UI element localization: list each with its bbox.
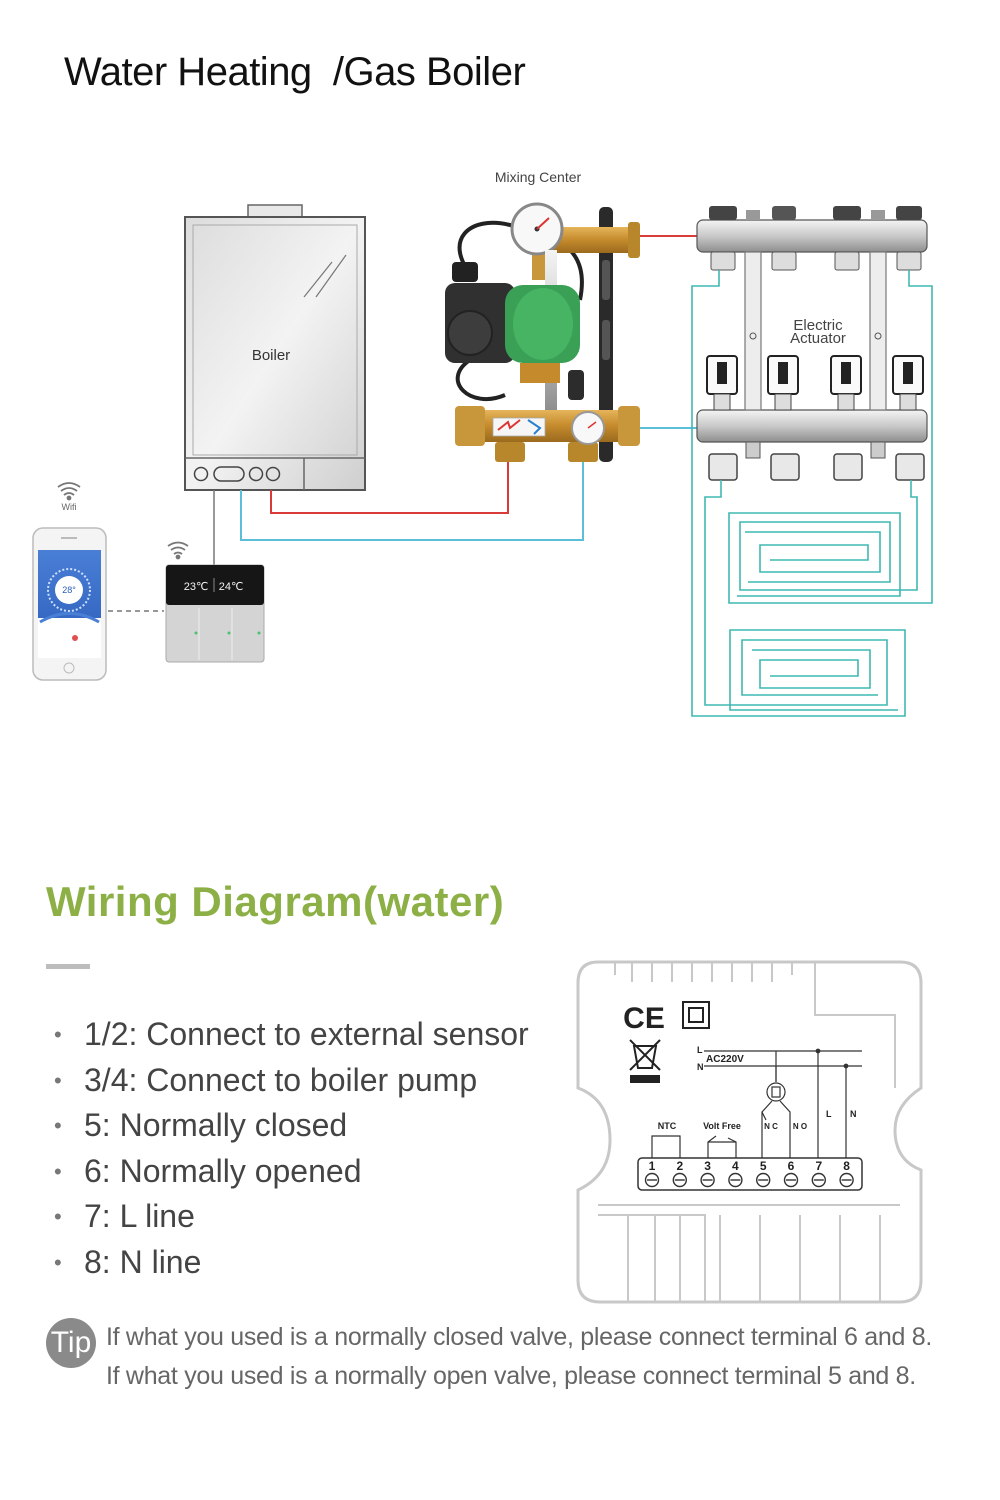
floor-heating-loops (691, 270, 933, 717)
boiler: Boiler (184, 204, 366, 491)
no-label: N O (793, 1122, 807, 1131)
wiring-board-diagram: CE L N AC220V L N NTC Volt Free N C N O (576, 960, 923, 1304)
supply-pipe-red (270, 458, 509, 514)
board-outline (576, 960, 923, 1304)
terminal-number: 5 (760, 1159, 767, 1173)
tip-text-line2: If what you used is a normally open valv… (106, 1362, 916, 1390)
actuator-label-line2: Actuator (790, 330, 846, 347)
bullet-icon: • (54, 1022, 62, 1047)
wiring-title: Wiring Diagram(water) (46, 878, 505, 925)
bullet-icon: • (54, 1249, 62, 1275)
thermostat-temp-left: 23℃ (184, 581, 209, 593)
terminal-description: 1/2: Connect to external sensor (84, 1016, 529, 1052)
ce-mark: CE (623, 1002, 665, 1035)
smartphone: 28° (32, 527, 107, 681)
terminal-wires (651, 1135, 737, 1162)
list-item: • 8: N line (54, 1240, 529, 1286)
bullet-icon: • (54, 1204, 62, 1230)
list-item: • 3/4: Connect to boiler pump (54, 1058, 529, 1104)
weee-bin-icon (629, 1039, 661, 1083)
list-item: • 6: Normally opened (54, 1149, 529, 1195)
line-n-label: N (850, 1109, 857, 1119)
boiler-label: Boiler (252, 347, 290, 364)
l-label: L (697, 1045, 703, 1055)
list-item: • 1/2: Connect to external sensor (54, 1012, 529, 1058)
title-underline (46, 964, 90, 969)
supply-wires (704, 1048, 862, 1162)
terminal-number: 7 (815, 1159, 822, 1173)
terminal-number: 2 (676, 1159, 683, 1173)
terminal-list: • 1/2: Connect to external sensor • 3/4: C… (54, 1012, 529, 1286)
terminal-block (637, 1157, 863, 1191)
heating-system-diagram: Boiler Mixing Center (32, 169, 933, 717)
terminal-number: 1 (649, 1159, 656, 1173)
terminal-number: 3 (704, 1159, 711, 1173)
double-insulation-icon (682, 1001, 710, 1029)
ntc-label: NTC (658, 1121, 677, 1131)
manifold: Electric Actuator (696, 206, 928, 481)
line-l-label: L (826, 1109, 832, 1119)
volt-free-label: Volt Free (703, 1121, 741, 1131)
thermostat-temp-right: 24℃ (219, 581, 244, 593)
list-item: • 7: L line (54, 1194, 529, 1240)
tip-badge: Tip (46, 1318, 96, 1368)
return-pipe-blue (240, 458, 584, 541)
terminal-description: 5: Normally closed (84, 1107, 348, 1144)
supply-label: AC220V (706, 1054, 744, 1065)
bullet-icon: • (54, 1158, 62, 1184)
terminal-number: 4 (732, 1159, 739, 1173)
tip-text-line1: If what you used is a normally closed va… (106, 1323, 932, 1351)
page-title: Water Heating /Gas Boiler (64, 50, 526, 94)
terminal-number: 6 (788, 1159, 795, 1173)
terminal-description: 8: N line (84, 1243, 202, 1280)
terminal-description: 3/4: Connect to boiler pump (84, 1061, 478, 1098)
bullet-icon: • (54, 1067, 62, 1093)
bullet-icon: • (54, 1113, 62, 1139)
mixing-center-label: Mixing Center (495, 169, 582, 185)
wifi-label: Wifi (62, 502, 77, 512)
nc-label: N C (764, 1122, 778, 1131)
terminal-number: 8 (843, 1159, 850, 1173)
terminal-description: 7: L line (84, 1198, 195, 1235)
thermostat: 23℃ 24℃ (165, 564, 265, 663)
phone-temperature: 28° (62, 585, 76, 595)
terminal-description: 6: Normally opened (84, 1152, 362, 1189)
terminal-screws: 1 2 3 4 5 6 7 8 (644, 1159, 854, 1188)
thermostat-wifi-icon (167, 541, 189, 560)
wifi-icon (57, 482, 81, 501)
actuator-label-line1: Electric (793, 317, 843, 334)
n-label: N (697, 1062, 704, 1072)
mixing-center: Mixing Center (445, 169, 640, 462)
list-item: • 5: Normally closed (54, 1103, 529, 1149)
